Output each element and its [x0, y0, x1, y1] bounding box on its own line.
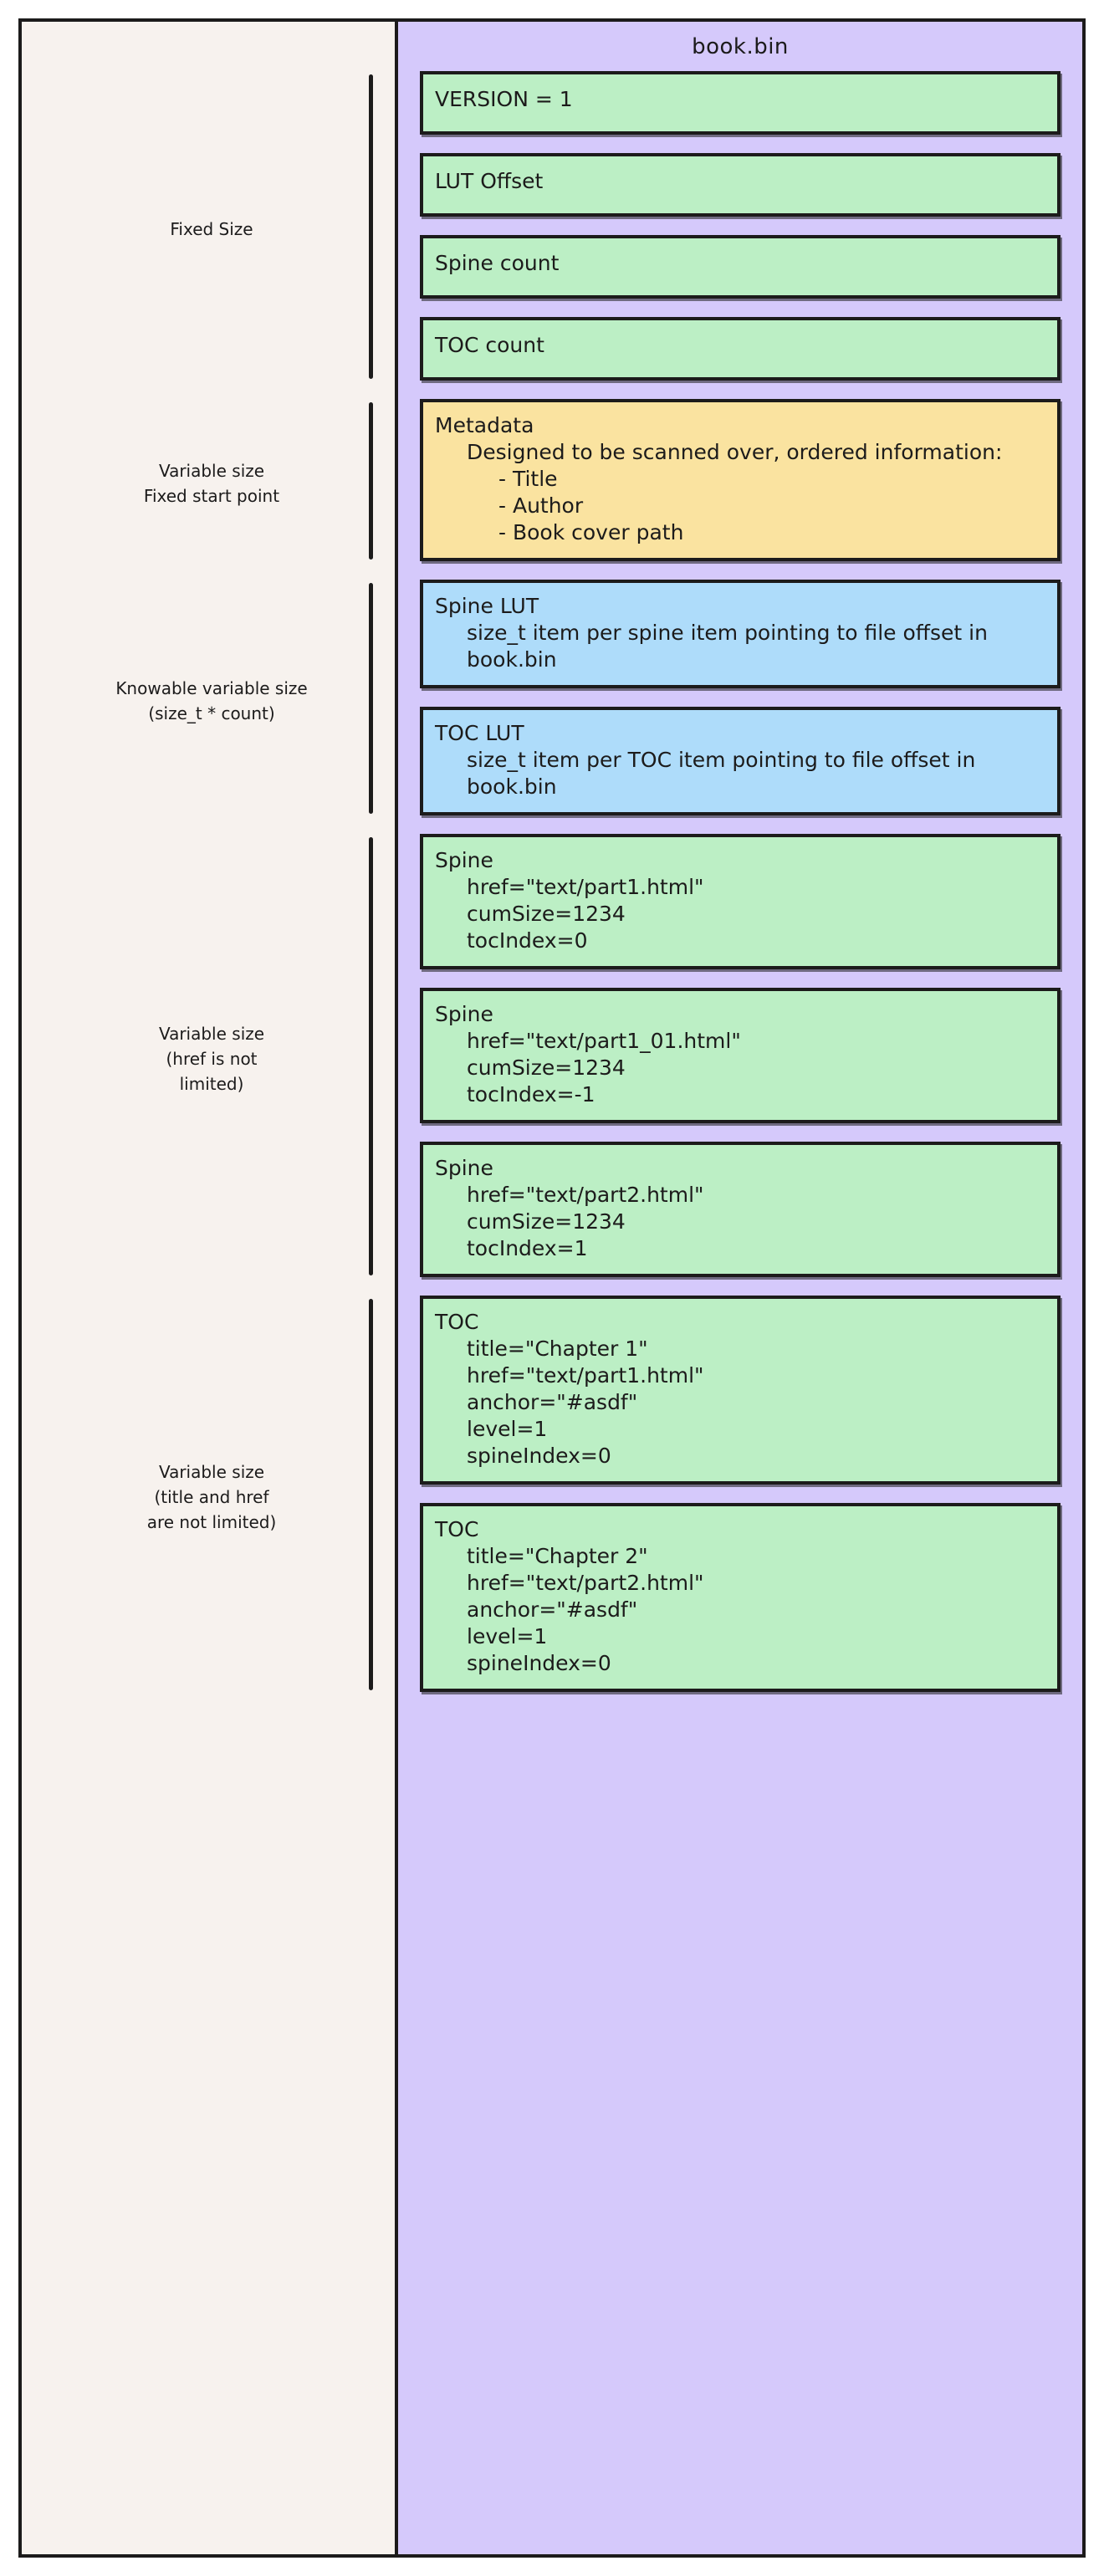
- block-detail-line: anchor="#asdf": [467, 1597, 638, 1622]
- block-title: TOC LUT: [435, 720, 524, 745]
- block-detail-line: tocIndex=1: [467, 1235, 588, 1260]
- block-detail-line: cumSize=1234: [467, 1055, 626, 1080]
- block-detail-line: href="text/part2.html": [467, 1182, 704, 1207]
- block-detail-line: href="text/part1_01.html": [467, 1028, 741, 1053]
- section-label: Variable size (href is not limited): [158, 1023, 265, 1094]
- section-bracket: [369, 836, 373, 1275]
- block-detail-line: - Author: [498, 493, 584, 518]
- record-block: TOC count: [420, 316, 1061, 381]
- section-bracket: [369, 1298, 373, 1690]
- block-detail-line: spineIndex=0: [467, 1443, 611, 1468]
- block-detail-line: - Title: [498, 466, 558, 491]
- block-title: Spine count: [435, 250, 560, 275]
- block-detail-line: tocIndex=0: [467, 928, 588, 953]
- block-detail-line: href="text/part2.html": [467, 1570, 704, 1595]
- block-detail-line: spineIndex=0: [467, 1650, 611, 1675]
- file-title: book.bin: [692, 34, 789, 59]
- section-bracket: [369, 74, 373, 379]
- block-title: Spine: [435, 1155, 493, 1180]
- block-title: Spine: [435, 1001, 493, 1026]
- section-bracket: [369, 401, 373, 560]
- record-block: VERSION = 1: [420, 70, 1061, 135]
- block-detail-line: href="text/part1.html": [467, 1362, 704, 1388]
- section-label: Variable size Fixed start point: [143, 460, 280, 506]
- block-detail-line: size_t item per TOC item pointing to fil…: [467, 747, 983, 799]
- record-block: Spine count: [420, 234, 1061, 299]
- block-detail-line: Designed to be scanned over, ordered inf…: [467, 439, 1003, 464]
- block-detail-line: level=1: [467, 1416, 548, 1441]
- block-title: Spine: [435, 847, 493, 872]
- block-detail-line: anchor="#asdf": [467, 1389, 638, 1414]
- block-title: TOC: [435, 1309, 479, 1334]
- record-block: LUT Offset: [420, 152, 1061, 217]
- block-detail-line: title="Chapter 1": [467, 1336, 648, 1361]
- block-title: TOC count: [435, 332, 544, 357]
- block-title: LUT Offset: [435, 168, 544, 193]
- block-detail-line: title="Chapter 2": [467, 1543, 648, 1568]
- block-title: Metadata: [435, 412, 534, 437]
- section-label: Knowable variable size (size_t * count): [115, 677, 308, 723]
- block-detail-line: href="text/part1.html": [467, 874, 704, 899]
- block-title: TOC: [435, 1516, 479, 1541]
- block-title: VERSION = 1: [435, 86, 573, 111]
- block-detail-line: tocIndex=-1: [467, 1081, 595, 1107]
- block-title: Spine LUT: [435, 593, 539, 618]
- block-detail-line: size_t item per spine item pointing to f…: [467, 620, 994, 672]
- section-label: Fixed Size: [170, 218, 253, 239]
- section-label: Variable size (title and href are not li…: [146, 1461, 277, 1532]
- block-detail-line: cumSize=1234: [467, 1209, 626, 1234]
- block-detail-line: cumSize=1234: [467, 901, 626, 926]
- section-bracket: [369, 582, 373, 814]
- block-detail-line: - Book cover path: [498, 519, 684, 544]
- block-detail-line: level=1: [467, 1623, 548, 1648]
